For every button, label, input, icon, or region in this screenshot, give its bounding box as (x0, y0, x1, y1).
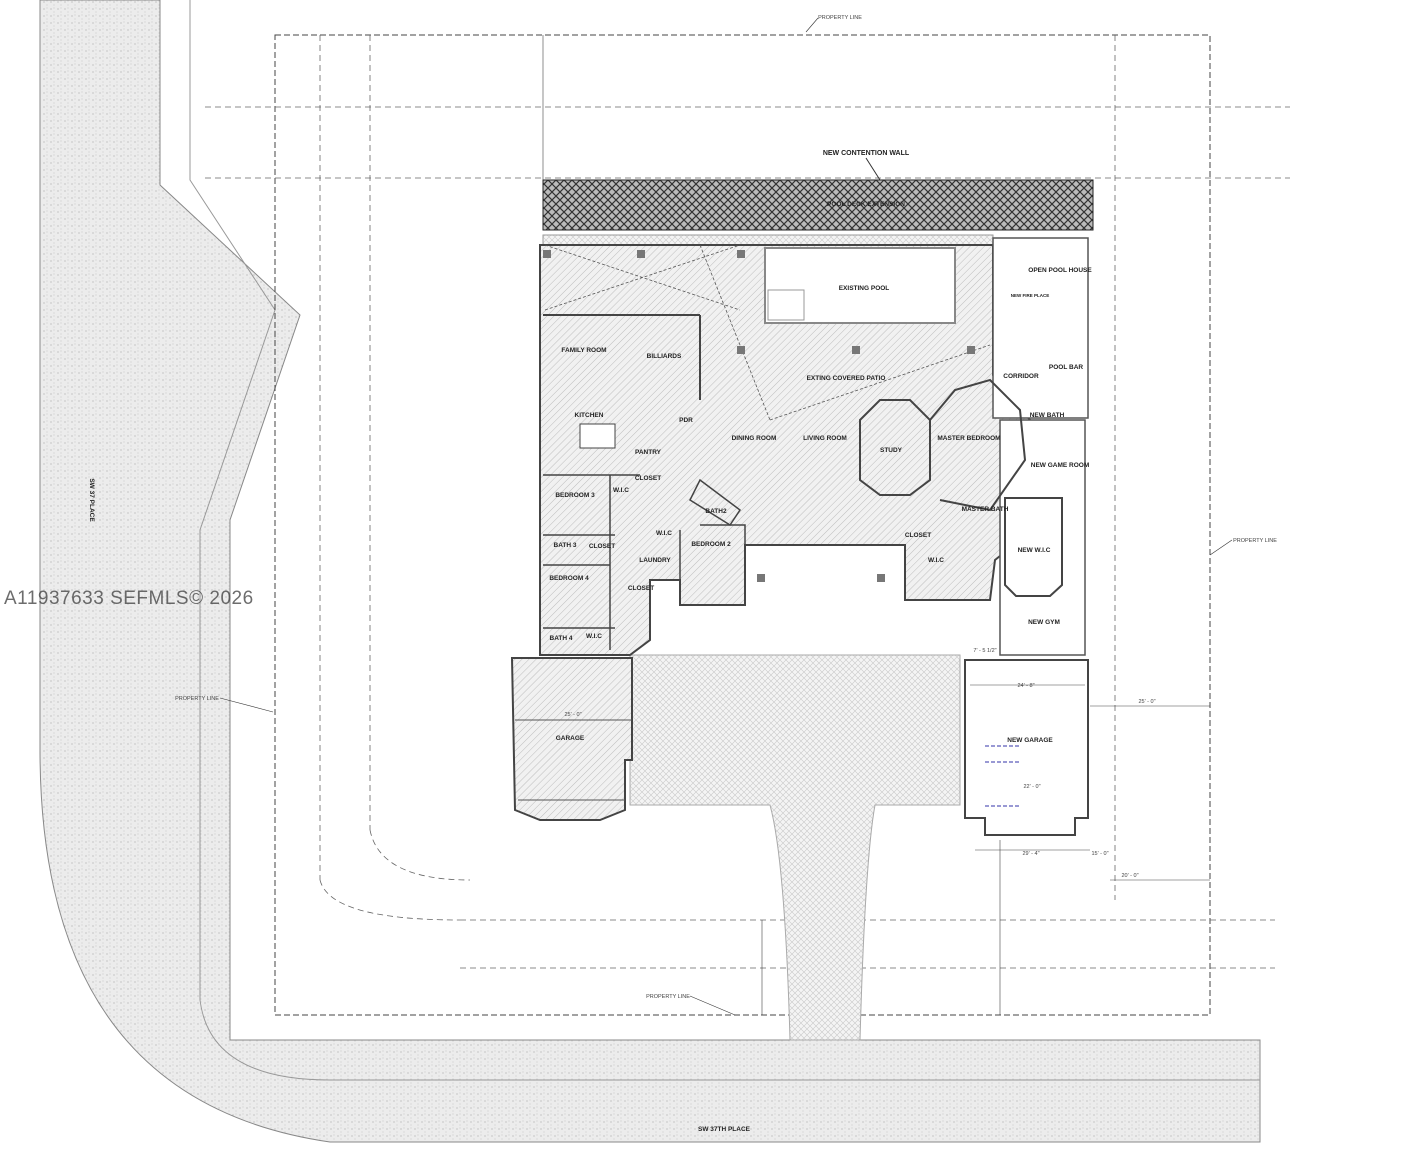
room-label: BATH2 (705, 508, 727, 515)
room-label: W.I.C (586, 633, 602, 640)
room-label: GARAGE (556, 735, 585, 742)
dimension: 25' - 0" (1138, 699, 1155, 705)
room-label: BILLIARDS (647, 353, 682, 360)
watermark: A11937633 SEFMLS© 2026 (4, 588, 254, 609)
pool-deck-label: POOL DECK EXTENSION (827, 201, 905, 208)
room-labels: FAMILY ROOM BILLIARDS KITCHEN PDR DINING… (549, 267, 1092, 744)
room-label: KITCHEN (575, 412, 604, 419)
fireplace-label: NEW FIRE PLACE (1011, 293, 1050, 298)
room-label: CLOSET (635, 475, 661, 482)
street-label-horizontal: SW 37TH PLACE (698, 1126, 751, 1133)
room-label: MASTER BEDROOM (937, 435, 1000, 442)
room-label: DINING ROOM (732, 435, 777, 442)
property-line-label: PROPERTY LINE (175, 696, 219, 702)
dimension: 15' - 0" (1091, 851, 1108, 857)
dimension-labels: 25' - 0" 24' - 8" 22' - 0" 29' - 4" 25' … (564, 648, 1155, 879)
room-label: PANTRY (635, 449, 662, 456)
room-label: W.I.C (613, 487, 629, 494)
garage (510, 657, 633, 821)
dimension: 25' - 0" (564, 712, 581, 718)
room-label: OPEN POOL HOUSE (1028, 267, 1092, 274)
new-wic (1004, 497, 1063, 597)
columns (543, 250, 975, 582)
room-label: POOL BAR (1049, 364, 1083, 371)
room-label: NEW GAME ROOM (1031, 462, 1090, 469)
street-label-vertical: SW 37 PLACE (88, 478, 95, 522)
contention-wall-label: NEW CONTENTION WALL (823, 150, 910, 157)
dimension: 29' - 4" (1022, 851, 1039, 857)
room-label: LIVING ROOM (803, 435, 847, 442)
room-label: CLOSET (905, 532, 931, 539)
room-label: BATH 3 (554, 542, 577, 549)
room-label: MASTER BATH (962, 506, 1009, 513)
pool-deck-extension (542, 179, 1094, 231)
room-label: NEW BATH (1030, 412, 1065, 419)
new-garage (964, 659, 1089, 836)
property-line-labels: PROPERTY LINE PROPERTY LINE PROPERTY LIN… (175, 15, 1277, 1016)
room-label: CLOSET (589, 543, 615, 550)
room-label: BEDROOM 3 (555, 492, 595, 499)
pool-label: EXISTING POOL (839, 285, 890, 292)
patio-label: EXTING COVERED PATIO (807, 375, 886, 382)
room-label: BEDROOM 2 (691, 541, 731, 548)
room-label: STUDY (880, 447, 903, 454)
room-label: W.I.C (928, 557, 944, 564)
room-label: BATH 4 (550, 635, 573, 642)
property-line-label: PROPERTY LINE (646, 994, 690, 1000)
room-label: BEDROOM 4 (549, 575, 589, 582)
room-label: W.I.C (656, 530, 672, 537)
property-line-label: PROPERTY LINE (818, 15, 862, 21)
road-sw-37-place (39, 0, 1261, 1143)
dimension: 24' - 8" (1017, 683, 1034, 689)
setback-lines (205, 35, 1290, 969)
property-boundary (274, 34, 1211, 1016)
room-label: PDR (679, 417, 693, 424)
room-label: CLOSET (628, 585, 654, 592)
dimension: 20' - 0" (1121, 873, 1138, 879)
driveway (629, 654, 961, 1041)
dimension: 7' - 5 1/2" (973, 648, 996, 654)
room-label: FAMILY ROOM (561, 347, 606, 354)
room-label: CORRIDOR (1003, 373, 1039, 380)
room-label: NEW GARAGE (1007, 737, 1053, 744)
dimension: 22' - 0" (1023, 784, 1040, 790)
room-label: NEW GYM (1028, 619, 1060, 626)
room-label: LAUNDRY (639, 557, 671, 564)
pool-house (992, 237, 1089, 419)
property-line-label: PROPERTY LINE (1233, 538, 1277, 544)
room-label: NEW W.I.C (1018, 547, 1051, 554)
